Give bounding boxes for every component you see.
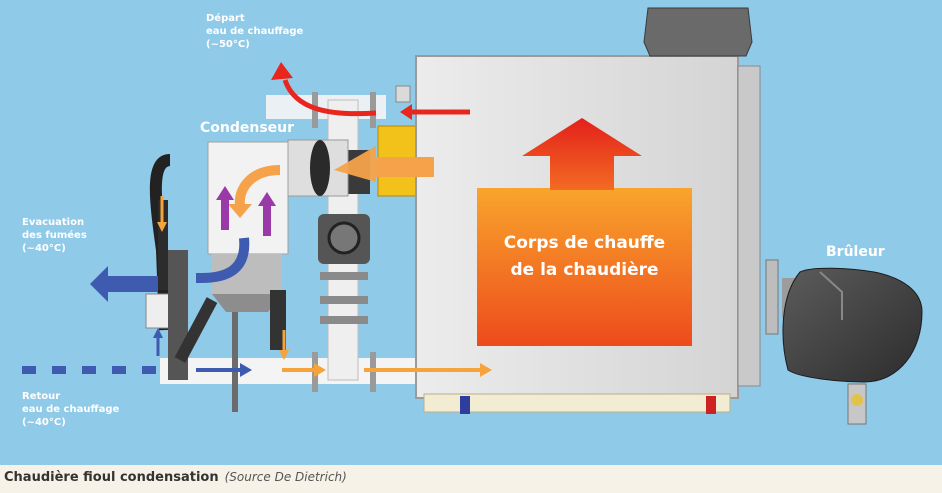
condenser-drop-arrow-head: [157, 222, 167, 232]
return-dash-line: [22, 366, 156, 374]
retour-label-line2: eau de chauffage: [22, 404, 120, 415]
retour-label-line1: Retour: [22, 391, 61, 402]
riser-arrow-head: [153, 328, 163, 338]
boiler-schematic: [22, 7, 923, 425]
flue-gas-curve: [234, 165, 281, 206]
retour-label-line3: (~40°C): [22, 417, 66, 428]
evacuation-label: Evacuation des fumées (~40°C): [22, 216, 87, 255]
retour-label: Retour eau de chauffage (~40°C): [22, 390, 119, 429]
condenser-up-arrow-1: [216, 186, 234, 230]
caption-title: Chaudière fioul condensation: [4, 470, 219, 485]
depart-label-line3: (~50°C): [206, 39, 250, 50]
evacuation-label-line3: (~40°C): [22, 243, 66, 254]
return-orange-arrow-1-head: [314, 363, 326, 377]
depart-arrow: [282, 79, 377, 117]
caption-bar: Chaudière fioul condensation (Source De D…: [0, 465, 942, 493]
depart-label-line2: eau de chauffage: [206, 26, 304, 37]
pipe-drop-arrow-head: [279, 350, 289, 360]
flue-exhaust-arrow: [90, 266, 158, 302]
heating-core-label-line2: de la chaudière: [510, 260, 659, 280]
caption-source: (Source De Dietrich): [224, 470, 347, 484]
depart-label-line1: Départ: [206, 13, 245, 24]
return-blue-arrow-head: [240, 363, 252, 377]
hot-water-arrow-head: [400, 104, 412, 120]
flue-exhaust-curve: [195, 237, 250, 284]
condenser-up-arrow-2: [258, 192, 276, 236]
condenseur-label: Condenseur: [200, 120, 295, 136]
evacuation-label-line2: des fumées: [22, 230, 87, 241]
flue-gas-curve-head: [228, 204, 252, 218]
depart-label: Départ eau de chauffage (~50°C): [206, 12, 303, 51]
return-orange-arrow-2-head: [480, 363, 492, 377]
heating-core-label: Corps de chauffe de la chaudière: [477, 230, 692, 284]
bruleur-label: Brûleur: [826, 244, 885, 260]
flue-gas-arrow-body: [376, 157, 434, 177]
figure-caption: Chaudière fioul condensation (Source De D…: [4, 470, 347, 485]
depart-arrow-head: [271, 62, 293, 80]
heating-core-label-line1: Corps de chauffe: [503, 233, 666, 253]
evacuation-label-line1: Evacuation: [22, 217, 85, 228]
heating-core: [477, 118, 692, 346]
burner: [765, 259, 923, 425]
diagram-canvas: Départ eau de chauffage (~50°C) Condense…: [0, 0, 942, 465]
flue-gas-arrow: [334, 146, 434, 182]
